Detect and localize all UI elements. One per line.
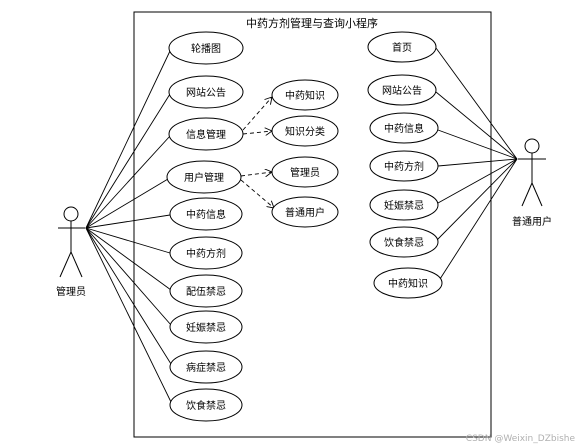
admin-actor-right-leg <box>70 251 83 278</box>
assoc-admin-pregnancy-taboo <box>85 227 172 326</box>
assoc-admin-carousel <box>85 50 171 229</box>
extend-user-to-admin-role <box>240 172 272 176</box>
assoc-admin-diet-taboo <box>85 227 172 403</box>
assoc-user-herb-knowledge <box>439 158 518 280</box>
uc-admin-role-label: 管理员 <box>290 166 320 179</box>
user-actor: 普通用户 <box>512 138 552 228</box>
extend-info-to-knowledge-category <box>242 131 272 134</box>
user-actor-right-leg <box>531 182 543 207</box>
uc-admin-role: 管理员 <box>271 156 339 188</box>
uc-carousel-label: 轮播图 <box>191 42 221 55</box>
uc-user-pregnancy-taboo-label: 妊娠禁忌 <box>384 199 424 212</box>
uc-user-management-label: 用户管理 <box>184 171 224 184</box>
uc-user-management: 用户管理 <box>166 160 242 194</box>
uc-user-herb-knowledge: 中药知识 <box>373 267 443 299</box>
system-boundary <box>133 11 492 438</box>
admin-actor: 管理员 <box>56 206 86 298</box>
user-actor-label: 普通用户 <box>512 215 552 228</box>
extend-user-to-normal-user <box>240 179 274 208</box>
uc-normal-user: 普通用户 <box>271 196 339 228</box>
assoc-user-pregnancy-taboo <box>437 158 518 204</box>
uc-site-notice: 网站公告 <box>168 75 244 109</box>
uc-compatibility-taboo-label: 配伍禁忌 <box>186 286 226 298</box>
assoc-user-site-notice <box>435 91 518 160</box>
association-lines <box>85 47 518 403</box>
uc-diet-taboo-label: 饮食禁忌 <box>186 399 226 412</box>
uc-knowledge-category-label: 知识分类 <box>285 125 325 138</box>
uc-pregnancy-taboo-label: 妊娠禁忌 <box>186 321 226 334</box>
uc-compatibility-taboo: 配伍禁忌 <box>169 274 243 308</box>
assoc-user-herb-formula <box>437 158 518 167</box>
uc-user-herb-formula: 中药方剂 <box>369 150 439 182</box>
assoc-user-home <box>435 47 518 160</box>
uc-normal-user-label: 普通用户 <box>285 206 325 219</box>
uc-pregnancy-taboo: 妊娠禁忌 <box>169 310 243 344</box>
uc-disease-taboo: 病症禁忌 <box>169 350 243 384</box>
uc-user-site-notice: 网站公告 <box>367 74 437 106</box>
uc-carousel: 轮播图 <box>168 31 244 65</box>
assoc-admin-disease-taboo <box>85 227 172 365</box>
uc-diet-taboo: 饮食禁忌 <box>169 388 243 422</box>
uc-info-management-label: 信息管理 <box>186 128 226 141</box>
assoc-admin-herb-formula <box>85 227 171 254</box>
uc-user-site-notice-label: 网站公告 <box>382 84 422 97</box>
assoc-admin-info-management <box>85 135 171 229</box>
admin-actor-head <box>63 206 79 222</box>
assoc-user-herb-info <box>437 129 518 160</box>
uc-user-herb-info-label: 中药信息 <box>384 122 424 135</box>
uc-herb-formula: 中药方剂 <box>169 236 243 270</box>
uc-user-home: 首页 <box>367 31 437 63</box>
uc-herb-formula-label: 中药方剂 <box>186 247 226 260</box>
admin-actor-left-leg <box>59 251 72 278</box>
uc-user-diet-taboo: 饮食禁忌 <box>369 226 439 258</box>
uc-site-notice-label: 网站公告 <box>186 86 226 99</box>
uc-info-management: 信息管理 <box>168 117 244 151</box>
assoc-admin-site-notice <box>85 93 171 229</box>
watermark: CSDN @Weixin_DZbishe <box>466 434 576 444</box>
uc-knowledge-category: 知识分类 <box>271 115 339 147</box>
uc-herb-info: 中药信息 <box>169 197 243 231</box>
uc-user-herb-info: 中药信息 <box>369 112 439 144</box>
uc-user-home-label: 首页 <box>392 41 412 54</box>
assoc-user-diet-taboo <box>436 158 518 241</box>
uc-user-herb-formula-label: 中药方剂 <box>384 160 424 173</box>
uc-user-pregnancy-taboo: 妊娠禁忌 <box>369 189 439 221</box>
admin-actor-label: 管理员 <box>56 285 86 298</box>
user-actor-head <box>524 138 540 154</box>
uc-disease-taboo-label: 病症禁忌 <box>186 361 226 374</box>
extend-info-to-herb-knowledge <box>242 97 272 131</box>
system-title: 中药方剂管理与查询小程序 <box>246 16 378 30</box>
assoc-admin-user-management <box>85 178 169 229</box>
uc-herb-knowledge-label: 中药知识 <box>285 89 325 102</box>
assoc-admin-compatibility-taboo <box>85 227 172 291</box>
uc-user-herb-knowledge-label: 中药知识 <box>388 277 428 290</box>
uc-herb-knowledge: 中药知识 <box>271 79 339 111</box>
uc-herb-info-label: 中药信息 <box>186 208 226 221</box>
assoc-admin-herb-info <box>85 214 171 229</box>
uc-user-diet-taboo-label: 饮食禁忌 <box>384 236 424 249</box>
user-actor-left-leg <box>521 182 533 207</box>
